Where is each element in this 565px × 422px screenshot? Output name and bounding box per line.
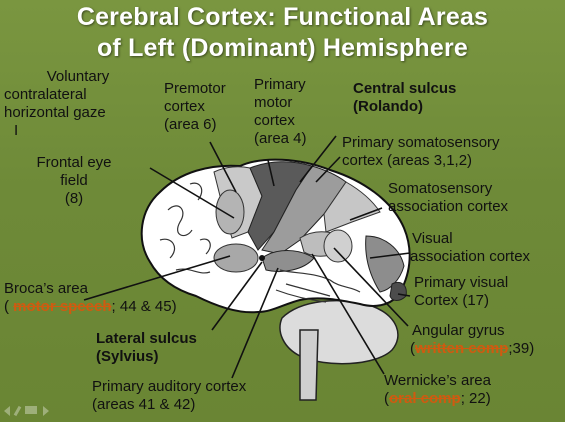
wernicke-highlight: oral comp (389, 390, 461, 407)
label-gaze-line-1: Voluntary (46, 68, 110, 85)
label-wernicke-line-1: Wernicke’s area (384, 372, 491, 389)
angular-open-paren: ( (410, 340, 415, 357)
label-motor-line-2: motor (254, 94, 293, 111)
frontal-eye-field-region (215, 189, 245, 235)
cerebellum (279, 299, 399, 365)
label-visual-association: Visual association cortex (410, 230, 530, 266)
label-primary-somatosensory: Primary somatosensory cortex (areas 3,1,… (342, 134, 500, 170)
label-lateral-sulcus-line-1: Lateral sulcus (96, 330, 197, 347)
label-gaze-connector: I (14, 122, 19, 139)
label-somato-assoc-line-1: Somatosensory (388, 180, 493, 197)
label-primary-visual-line-1: Primary visual (414, 274, 509, 291)
label-visual-assoc-line-2: association cortex (410, 248, 531, 265)
gyri-lines (159, 182, 361, 303)
label-auditory-line-2: (areas 41 & 42) (92, 396, 196, 413)
broca-open-paren: ( (4, 298, 9, 315)
label-wernicke-area: Wernicke’s area (oral comp; 22) (384, 372, 491, 408)
label-central-sulcus: Central sulcus (Rolando) (353, 80, 456, 116)
label-motor-line-1: Primary (254, 76, 306, 93)
angular-rest: ;39) (508, 340, 535, 357)
previous-slide-icon[interactable] (4, 406, 10, 416)
label-primary-auditory: Primary auditory cortex (areas 41 & 42) (92, 378, 246, 414)
label-angular-line-1: Angular gyrus (412, 322, 505, 339)
label-premotor-line-2: cortex (164, 98, 205, 115)
label-frontal-eye-field: Frontal eye field (8) (14, 154, 134, 208)
slide-title-line-2: of Left (Dominant) Hemisphere (96, 34, 469, 62)
wernicke-rest: ; 22) (460, 390, 491, 407)
broca-highlight: motor speech (13, 298, 112, 315)
label-voluntary-gaze: Voluntary contralateral horizontal gaze … (4, 68, 152, 140)
leader-lines (83, 135, 411, 379)
label-wernicke-line-2: (oral comp; 22) (384, 390, 491, 408)
angular-gyrus-region (323, 229, 353, 263)
primary-visual-region (389, 282, 407, 301)
slideshow-toolbar[interactable] (4, 405, 49, 418)
slide-title-line-1: Cerebral Cortex: Functional Areas (76, 3, 489, 31)
primary-motor-region (247, 161, 313, 251)
label-motor-line-4: (area 4) (254, 130, 307, 147)
label-auditory-line-1: Primary auditory cortex (92, 378, 247, 395)
somatosensory-region (261, 165, 347, 255)
label-angular-gyrus: Angular gyrus (written comp;39) (410, 322, 534, 358)
label-premotor: Premotor cortex (area 6) (164, 80, 226, 134)
label-premotor-line-1: Premotor (164, 80, 226, 97)
label-somato-line-1: Primary somatosensory (342, 134, 500, 151)
label-central-sulcus-line-1: Central sulcus (353, 80, 457, 97)
label-gaze-line-3: horizontal gaze (4, 104, 106, 121)
lateral-sulcus-marker (259, 255, 265, 261)
next-slide-icon[interactable] (43, 406, 49, 416)
label-central-sulcus-line-2: (Rolando) (353, 98, 423, 115)
label-broca-line-2: ( motor speech; 44 & 45) (4, 298, 177, 316)
wernicke-open-paren: ( (384, 390, 389, 407)
label-fef-line-3: (8) (64, 190, 84, 207)
label-fef-line-1: Frontal eye (36, 154, 112, 171)
label-gaze-line-2: contralateral (4, 86, 87, 103)
label-motor-line-3: cortex (254, 112, 295, 129)
label-broca-line-1: Broca’s area (4, 280, 88, 297)
label-somato-assoc-line-2: association cortex (388, 198, 509, 215)
pen-icon[interactable] (13, 405, 22, 417)
label-lateral-sulcus: Lateral sulcus (Sylvius) (96, 330, 197, 366)
brainstem (299, 329, 319, 401)
label-primary-visual-line-2: Cortex (17) (414, 292, 490, 309)
label-primary-visual: Primary visual Cortex (17) (414, 274, 508, 310)
label-premotor-line-3: (area 6) (164, 116, 217, 133)
broca-rest: ; 44 & 45) (111, 298, 177, 315)
label-lateral-sulcus-line-2: (Sylvius) (96, 348, 159, 365)
label-visual-assoc-line-1: Visual (412, 230, 453, 247)
label-angular-line-2: (written comp;39) (410, 340, 534, 358)
somatosensory-association-region (323, 181, 381, 233)
label-somato-line-2: cortex (areas 3,1,2) (342, 152, 473, 169)
label-primary-motor: Primary motor cortex (area 4) (254, 76, 307, 148)
angular-highlight: written comp (415, 340, 509, 357)
label-somatosensory-association: Somatosensory association cortex (388, 180, 508, 216)
menu-icon[interactable] (25, 406, 37, 414)
label-broca-area: Broca’s area ( motor speech; 44 & 45) (4, 280, 177, 316)
label-fef-line-2: field (60, 172, 88, 189)
broca-area-region (213, 243, 259, 273)
